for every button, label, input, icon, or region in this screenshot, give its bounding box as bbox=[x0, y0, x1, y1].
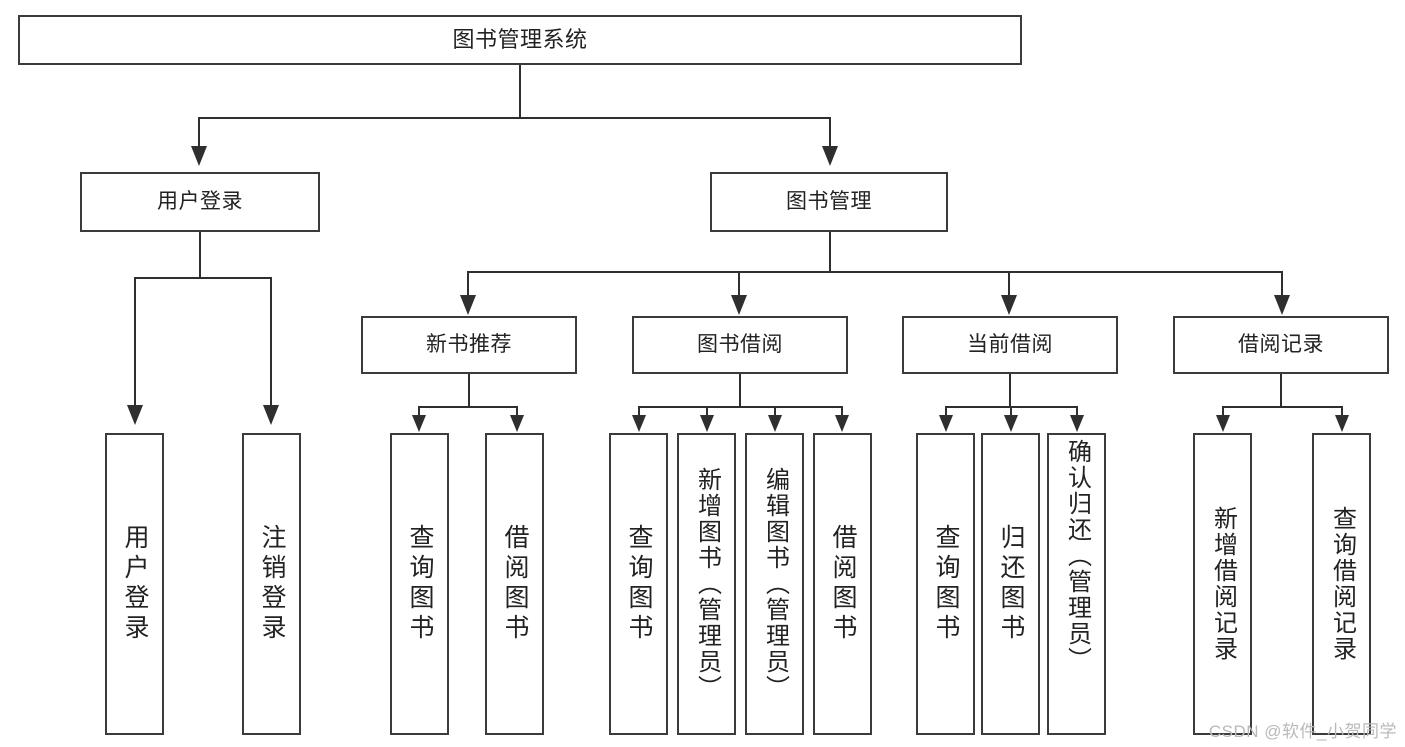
connector-new-book-stem bbox=[468, 374, 470, 407]
leaf-user-login[interactable]: 用户登录 bbox=[105, 433, 164, 735]
connector-current-borrow-leg-2 bbox=[1010, 406, 1012, 418]
connector-book-borrow-leg-3 bbox=[774, 406, 776, 418]
connector-level2-bus bbox=[198, 117, 831, 119]
arrowhead-to-bb-borrow-book bbox=[835, 415, 849, 432]
leaf-logout[interactable]: 注销登录 bbox=[242, 433, 301, 735]
connector-new-book-bus bbox=[418, 406, 518, 408]
node-label: 用户登录 bbox=[121, 524, 149, 644]
connector-new-book-leg-2 bbox=[516, 406, 518, 418]
leaf-cb-confirm-return[interactable]: 确认归还（管理员） bbox=[1047, 433, 1106, 735]
node-label: 确认归还（管理员） bbox=[1063, 439, 1091, 673]
node-new-book-recommend[interactable]: 新书推荐 bbox=[361, 316, 577, 374]
arrowhead-to-cb-confirm-return bbox=[1070, 415, 1084, 432]
arrowhead-to-nb-query-book bbox=[412, 415, 426, 432]
node-label: 图书管理 bbox=[786, 190, 872, 214]
node-current-borrow[interactable]: 当前借阅 bbox=[902, 316, 1118, 374]
connector-borrow-record-leg-1 bbox=[1222, 406, 1224, 418]
arrowhead-to-book-borrow bbox=[731, 295, 747, 315]
arrowhead-to-current-borrow bbox=[1001, 295, 1017, 315]
connector-user-login-leg-1 bbox=[134, 277, 136, 407]
connector-level3-leg-4 bbox=[1281, 271, 1283, 297]
node-label: 新增借阅记录 bbox=[1209, 506, 1237, 662]
node-label: 借阅记录 bbox=[1238, 333, 1324, 357]
arrowhead-to-nb-borrow-book bbox=[510, 415, 524, 432]
connector-book-borrow-leg-1 bbox=[638, 406, 640, 418]
node-label: 新书推荐 bbox=[426, 333, 512, 357]
arrowhead-to-user-login bbox=[191, 146, 207, 166]
node-label: 新增图书（管理员） bbox=[693, 467, 721, 701]
node-label: 查询图书 bbox=[932, 524, 960, 644]
connector-level3-bus bbox=[467, 271, 1283, 273]
leaf-nb-query-book[interactable]: 查询图书 bbox=[390, 433, 449, 735]
node-book-management[interactable]: 图书管理 bbox=[710, 172, 948, 232]
arrowhead-to-cb-return-book bbox=[1004, 415, 1018, 432]
node-label: 注销登录 bbox=[258, 524, 286, 644]
node-book-borrow[interactable]: 图书借阅 bbox=[632, 316, 848, 374]
node-label: 用户登录 bbox=[157, 190, 243, 214]
arrowhead-to-book-management bbox=[822, 146, 838, 166]
arrowhead-to-cb-query-book bbox=[939, 415, 953, 432]
node-label: 查询图书 bbox=[625, 524, 653, 644]
connector-borrow-record-bus bbox=[1222, 406, 1342, 408]
connector-new-book-leg-1 bbox=[418, 406, 420, 418]
arrowhead-to-br-query-record bbox=[1335, 415, 1349, 432]
node-label: 当前借阅 bbox=[967, 333, 1053, 357]
node-label: 归还图书 bbox=[997, 524, 1025, 644]
node-user-login[interactable]: 用户登录 bbox=[80, 172, 320, 232]
connector-user-login-leg-2 bbox=[270, 277, 272, 407]
connector-current-borrow-leg-3 bbox=[1076, 406, 1078, 418]
leaf-br-query-record[interactable]: 查询借阅记录 bbox=[1312, 433, 1371, 735]
connector-level2-leg-left bbox=[198, 117, 200, 149]
leaf-cb-return-book[interactable]: 归还图书 bbox=[981, 433, 1040, 735]
connector-user-login-bus bbox=[134, 277, 271, 279]
node-label: 借阅图书 bbox=[829, 524, 857, 644]
leaf-bb-add-book[interactable]: 新增图书（管理员） bbox=[677, 433, 736, 735]
arrowhead-to-bb-edit-book bbox=[768, 415, 782, 432]
leaf-nb-borrow-book[interactable]: 借阅图书 bbox=[485, 433, 544, 735]
node-label: 图书管理系统 bbox=[452, 26, 588, 52]
leaf-bb-edit-book[interactable]: 编辑图书（管理员） bbox=[745, 433, 804, 735]
arrowhead-to-leaf-logout bbox=[263, 405, 279, 425]
leaf-bb-query-book[interactable]: 查询图书 bbox=[609, 433, 668, 735]
connector-book-borrow-bus bbox=[638, 406, 842, 408]
connector-book-management-stem bbox=[829, 232, 831, 273]
arrowhead-to-borrow-record bbox=[1274, 295, 1290, 315]
arrowhead-to-bb-query-book bbox=[632, 415, 646, 432]
node-label: 图书借阅 bbox=[697, 333, 783, 357]
connector-level3-leg-2 bbox=[738, 271, 740, 297]
node-label: 借阅图书 bbox=[501, 524, 529, 644]
connector-level3-leg-1 bbox=[467, 271, 469, 297]
leaf-bb-borrow-book[interactable]: 借阅图书 bbox=[813, 433, 872, 735]
node-root-book-management-system[interactable]: 图书管理系统 bbox=[18, 15, 1022, 65]
connector-level2-leg-right bbox=[829, 117, 831, 149]
connector-user-login-stem bbox=[199, 232, 201, 278]
connector-level3-leg-3 bbox=[1008, 271, 1010, 297]
connector-book-borrow-leg-2 bbox=[706, 406, 708, 418]
node-label: 编辑图书（管理员） bbox=[761, 467, 789, 701]
node-label: 查询图书 bbox=[406, 524, 434, 644]
node-label: 查询借阅记录 bbox=[1328, 506, 1356, 662]
connector-root-stem bbox=[519, 65, 521, 118]
leaf-cb-query-book[interactable]: 查询图书 bbox=[916, 433, 975, 735]
node-borrow-record[interactable]: 借阅记录 bbox=[1173, 316, 1389, 374]
arrowhead-to-bb-add-book bbox=[700, 415, 714, 432]
connector-current-borrow-stem bbox=[1009, 374, 1011, 407]
arrowhead-to-leaf-user-login bbox=[127, 405, 143, 425]
arrowhead-to-new-book-recommend bbox=[460, 295, 476, 315]
leaf-br-add-record[interactable]: 新增借阅记录 bbox=[1193, 433, 1252, 735]
watermark-text: CSDN @软件_小贺同学 bbox=[1208, 722, 1397, 741]
connector-book-borrow-stem bbox=[739, 374, 741, 407]
connector-borrow-record-stem bbox=[1280, 374, 1282, 407]
connector-current-borrow-leg-1 bbox=[945, 406, 947, 418]
connector-book-borrow-leg-4 bbox=[841, 406, 843, 418]
connector-borrow-record-leg-2 bbox=[1341, 406, 1343, 418]
arrowhead-to-br-add-record bbox=[1216, 415, 1230, 432]
